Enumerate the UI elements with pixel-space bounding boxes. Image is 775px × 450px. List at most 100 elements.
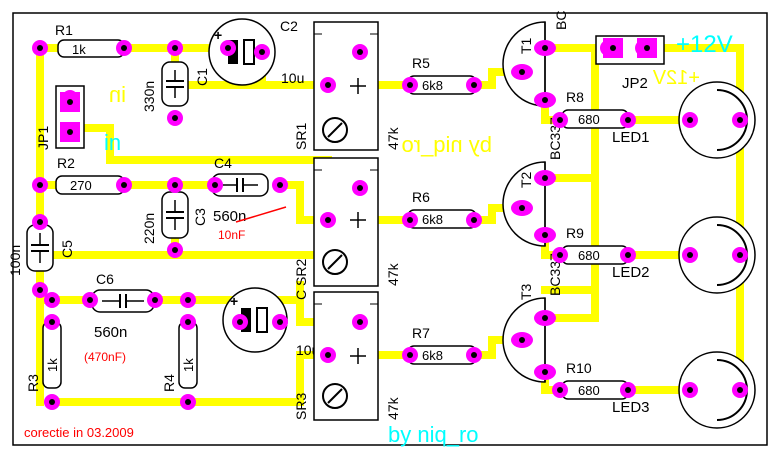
pad-hole — [737, 117, 743, 123]
pad-hole — [625, 387, 631, 393]
pad-hole — [557, 252, 563, 258]
pad-hole — [625, 252, 631, 258]
pad-hole — [259, 49, 265, 55]
pad-hole — [325, 82, 331, 88]
pad-hole — [519, 337, 525, 343]
trimmer-screw-slot — [327, 254, 343, 270]
pad-hole — [49, 297, 55, 303]
c2-value: 10u — [281, 70, 304, 86]
pad-hole — [542, 45, 548, 51]
resistor-r2: 270 R2 — [55, 155, 125, 195]
pad-hole — [687, 387, 693, 393]
led1-ref: LED1 — [612, 129, 650, 146]
r5-ref: R5 — [412, 55, 430, 71]
t3-type: BC337 — [547, 253, 563, 296]
r4-value: 1k — [181, 358, 196, 372]
author-label: by niq_ro — [388, 422, 479, 447]
r4-ref: R4 — [161, 374, 177, 392]
pad-hole — [687, 252, 693, 258]
pad-hole — [172, 247, 178, 253]
sr2-ref: SR2 — [293, 259, 309, 286]
pad-hole — [737, 387, 743, 393]
led-1: LED1 — [612, 81, 756, 159]
resistor-r1: 1k R1 — [55, 22, 125, 58]
r9-value: 680 — [578, 248, 600, 263]
c2-ref: C2 — [280, 18, 298, 34]
pad-hole — [185, 319, 191, 325]
resistor-r6: 6k8 R6 — [407, 189, 477, 229]
r3-value: 1k — [45, 358, 60, 372]
r1-ref: R1 — [55, 22, 73, 38]
input-label-mirrored: in — [109, 82, 126, 107]
c6-new-value: (470nF) — [84, 350, 126, 364]
sr2-extra-label: C — [293, 290, 309, 300]
bottom-cap-plus-mark: + — [230, 293, 238, 309]
c6-ref: C6 — [96, 271, 114, 287]
sr3-ref: SR3 — [293, 393, 309, 420]
pad-hole — [542, 175, 548, 181]
supply-label: +12V — [676, 31, 733, 58]
correction-note: corectie in 03.2009 — [24, 425, 134, 440]
pad-hole — [557, 387, 563, 393]
c4-strike-line — [235, 206, 287, 223]
c5-ref: C5 — [59, 240, 75, 258]
pad-hole — [37, 45, 43, 51]
c5-value: 100n — [7, 245, 23, 276]
pad-hole — [172, 182, 178, 188]
jp1-ref: JP1 — [35, 126, 51, 150]
pad-hole — [67, 99, 73, 105]
supply-label-mirrored: +12V — [652, 67, 700, 89]
pad-hole — [357, 49, 363, 55]
pad-hole — [172, 115, 178, 121]
sr2-value: 47k — [385, 262, 401, 286]
pad-hole — [471, 352, 477, 358]
resistor-r3: 1k R3 — [25, 321, 62, 392]
r7-value: 6k8 — [422, 348, 443, 363]
pad-hole — [277, 182, 283, 188]
r1-value: 1k — [72, 42, 86, 57]
c3-ref: C3 — [192, 208, 208, 226]
r6-ref: R6 — [412, 189, 430, 205]
r8-ref: R8 — [566, 89, 584, 105]
led2-ref: LED2 — [612, 264, 650, 281]
pad-hole — [519, 205, 525, 211]
r6-value: 6k8 — [422, 212, 443, 227]
pad-hole — [625, 117, 631, 123]
pad-hole — [737, 252, 743, 258]
pad-hole — [407, 217, 413, 223]
capacitor-c1: 330n C1 — [141, 61, 210, 112]
pad-hole — [121, 182, 127, 188]
pad-hole — [325, 352, 331, 358]
pad-hole — [542, 315, 548, 321]
pad-hole — [542, 369, 548, 375]
r3-ref: R3 — [25, 374, 41, 392]
pad-hole — [471, 217, 477, 223]
pad-hole — [687, 117, 693, 123]
pad-hole — [644, 45, 650, 51]
pad-hole — [519, 69, 525, 75]
c1-ref: C1 — [194, 68, 210, 86]
author-label-mirrored: by niq_ro — [401, 132, 492, 157]
t2-ref: T2 — [518, 171, 534, 188]
sr3-value: 47k — [385, 396, 401, 420]
pad-hole — [225, 45, 231, 51]
c4-value: 560n — [213, 208, 246, 225]
sr1-value: 47k — [385, 126, 401, 150]
r10-ref: R10 — [566, 360, 592, 376]
pad-hole — [407, 352, 413, 358]
jp2-ref: JP2 — [622, 75, 648, 92]
pad-hole — [121, 45, 127, 51]
resistor-r10: 680 R10 — [561, 360, 629, 400]
pad-hole — [471, 82, 477, 88]
r7-ref: R7 — [412, 325, 430, 341]
sr1-ref: SR1 — [293, 123, 309, 150]
trimmer-screw-slot — [327, 388, 343, 404]
led3-ref: LED3 — [612, 399, 650, 416]
t1-ref: T1 — [518, 37, 534, 54]
c4-ref: C4 — [214, 155, 232, 171]
pad-hole — [407, 82, 413, 88]
pad-hole — [87, 297, 93, 303]
resistor-r4: 1k R4 — [161, 321, 198, 392]
r10-value: 680 — [578, 383, 600, 398]
pad-hole — [49, 399, 55, 405]
